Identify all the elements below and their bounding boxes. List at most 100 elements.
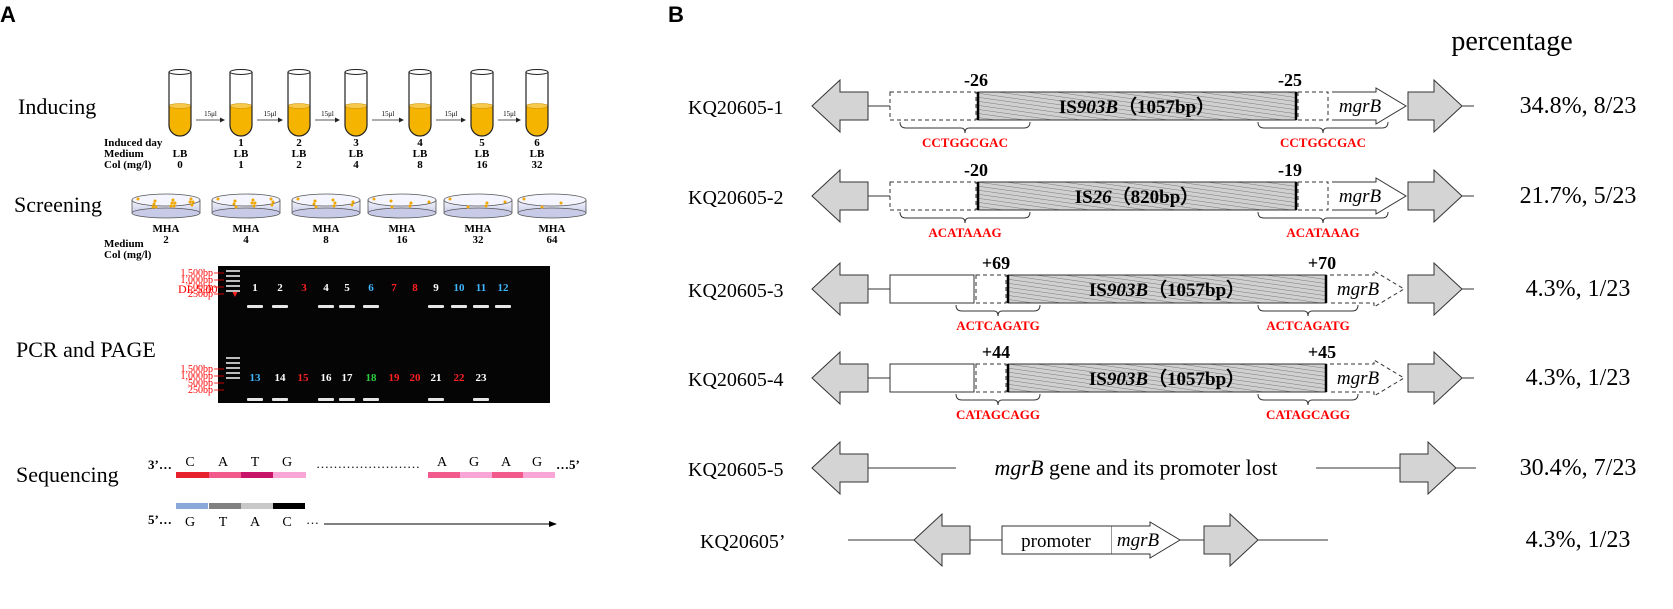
- insertion-sequence-label: IS903B（1057bp）: [1089, 367, 1245, 390]
- mgrB-gene-label: mgrB: [1117, 530, 1160, 551]
- transfer-label: 15μl: [503, 110, 516, 118]
- tube-rim: [229, 69, 253, 75]
- colony: [151, 205, 155, 209]
- target-site-duplication: ACTCAGATG: [956, 318, 1040, 333]
- marker-size-label: 1,000bp: [181, 371, 214, 382]
- left-flank-gene-arrow: [811, 440, 869, 496]
- colony: [503, 200, 507, 204]
- transfer-arrow-head: [278, 117, 283, 123]
- tube-rim: [408, 69, 432, 75]
- left-flank-gene-arrow: [811, 78, 869, 134]
- tube-liquid: [526, 106, 548, 136]
- lost-gene-text: gene and its promoter lost: [1043, 455, 1277, 480]
- plate-col: 4: [243, 234, 249, 246]
- strain-name: KQ20605-2: [688, 187, 784, 209]
- lane-number: 2: [277, 282, 283, 294]
- tube-col: 8: [417, 159, 423, 171]
- gel-band: [339, 305, 355, 308]
- insertion-position-left: +69: [982, 253, 1010, 273]
- gel-band: [428, 305, 444, 308]
- tube-col: 16: [477, 159, 489, 171]
- percentage-header: percentage: [1451, 26, 1572, 57]
- gel-band: [272, 398, 288, 401]
- lane-number: 10: [454, 282, 466, 294]
- lane-number: 17: [342, 372, 354, 384]
- gel-band: [318, 305, 334, 308]
- tube-liquid-surface: [470, 103, 494, 109]
- transfer-label: 15μl: [382, 110, 395, 118]
- gel-band: [247, 305, 263, 308]
- dup-box-dashed: [975, 274, 1007, 304]
- marker-size-label: 500bp: [188, 282, 213, 293]
- tube-rim: [344, 69, 368, 75]
- gel-band: [272, 305, 288, 308]
- base-letter: T: [219, 515, 228, 530]
- base-letter: T: [251, 455, 260, 470]
- target-site-duplication: CCTGGCGAC: [1280, 135, 1366, 150]
- inducing-row-label-day: Induced day: [104, 137, 163, 149]
- is-number: 903B: [1107, 280, 1148, 301]
- base-letter: A: [501, 455, 512, 470]
- tube-day: 1: [238, 137, 244, 149]
- promoter-label: promoter: [1021, 531, 1091, 552]
- base-letter: G: [185, 515, 195, 530]
- tube-medium: LB: [413, 148, 428, 160]
- marker-ladder-band: [226, 362, 240, 364]
- plate-bottom: [131, 207, 201, 219]
- right-flank-gene-arrow: [1203, 512, 1259, 568]
- plate-lid: [367, 193, 437, 207]
- plate-col: 16: [397, 234, 409, 246]
- colony: [232, 202, 236, 206]
- is-prefix: IS: [1089, 280, 1107, 301]
- marker-ladder-band: [226, 270, 240, 272]
- transfer-arrow-head: [220, 117, 225, 123]
- tube-day: 3: [353, 137, 359, 149]
- lane-number: 23: [476, 372, 488, 384]
- transfer-label: 15μl: [321, 110, 334, 118]
- colony: [154, 205, 158, 209]
- tube-liquid: [471, 106, 493, 136]
- chromatogram-block: [209, 503, 241, 509]
- is-length: （1057bp）: [1148, 367, 1245, 390]
- percentage-value: 4.3%, 1/23: [1526, 365, 1631, 391]
- lane-number: 6: [368, 282, 374, 294]
- percentage-value: 30.4%, 7/23: [1520, 455, 1637, 481]
- lane-number: 12: [498, 282, 510, 294]
- is-number: 903B: [1107, 369, 1148, 390]
- tube-medium: LB: [475, 148, 490, 160]
- tube-liquid: [409, 106, 431, 136]
- colony: [540, 205, 544, 209]
- marker-ladder-band: [226, 275, 240, 277]
- colony: [153, 199, 157, 203]
- left-flank-gene-arrow: [811, 261, 869, 317]
- tube-rim: [287, 69, 311, 75]
- gel-band: [339, 398, 355, 401]
- percentage-value: 4.3%, 1/23: [1526, 276, 1631, 302]
- marker-ladder-band: [226, 285, 240, 287]
- tube-liquid-surface: [168, 103, 192, 109]
- base-letter: G: [282, 455, 292, 470]
- mgrB-gene-arrow: [1332, 87, 1407, 125]
- tube-col: 2: [296, 159, 302, 171]
- is-length: （1057bp）: [1148, 278, 1245, 301]
- panel-a-letter: A: [0, 2, 16, 27]
- gel-band: [495, 305, 511, 308]
- base-letter: C: [185, 455, 194, 470]
- inducing-label: Inducing: [18, 94, 96, 119]
- colony: [171, 198, 175, 202]
- tube-medium: LB: [349, 148, 364, 160]
- is-prefix: IS: [1059, 97, 1077, 118]
- plate-bottom: [443, 207, 513, 219]
- colony: [169, 204, 173, 208]
- target-site-duplication: CCTGGCGAC: [922, 135, 1008, 150]
- tube-day: 2: [296, 137, 302, 149]
- promoter-box: [889, 274, 975, 304]
- lane-number: 21: [431, 372, 442, 384]
- colony: [190, 203, 194, 207]
- transfer-label: 15μl: [204, 110, 217, 118]
- promoter-box: [1001, 525, 1113, 555]
- tube-outline: [470, 72, 494, 137]
